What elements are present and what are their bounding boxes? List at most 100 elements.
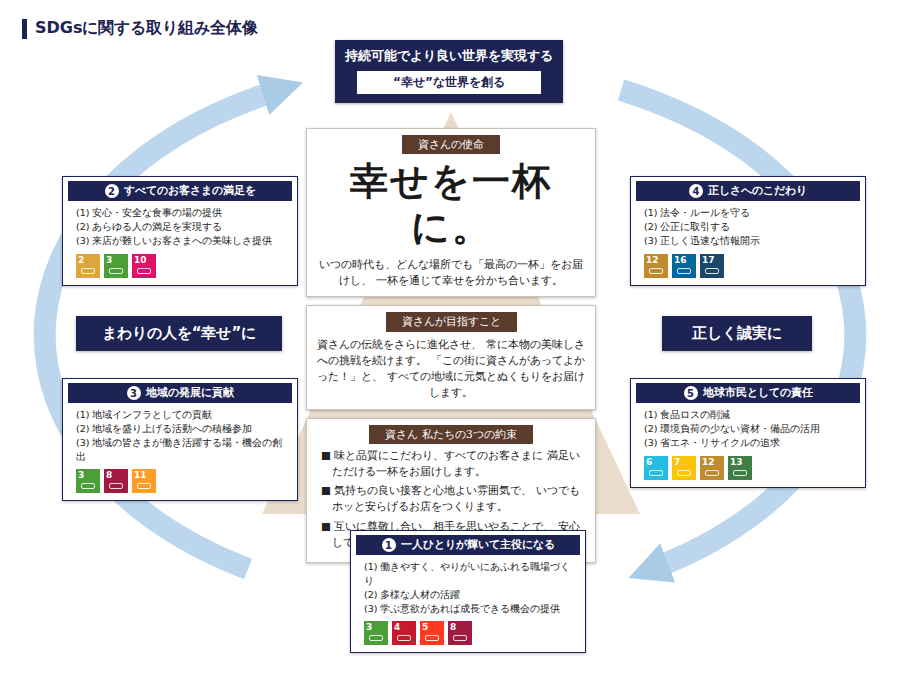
sdg-icon-row: 2 3 10 xyxy=(68,251,292,278)
box-heading: 地球市民としての責任 xyxy=(703,386,813,400)
callout-number: 2 xyxy=(105,184,119,198)
sdg-symbol xyxy=(677,470,691,476)
sdg-icon-row: 12 16 17 xyxy=(636,251,860,278)
box-text: まわりの人を“幸せ”に xyxy=(86,324,272,343)
sdg-icon-row: 3 8 11 xyxy=(68,466,292,493)
section-tab: 資さんが目指すこと xyxy=(386,312,517,331)
sdg-number: 5 xyxy=(422,622,428,632)
sdg-icon: 12 xyxy=(644,254,668,278)
sdg-symbol xyxy=(397,635,411,641)
goal-subbox: “幸せ”な世界を創る xyxy=(357,71,541,94)
sdg-number: 12 xyxy=(702,457,715,467)
box-header: 3地域の発展に貢献 xyxy=(68,383,292,403)
sdg-icon: 8 xyxy=(448,621,472,645)
sdg-number: 2 xyxy=(78,255,84,265)
sdg-icon: 4 xyxy=(392,621,416,645)
sdg-icon: 13 xyxy=(728,456,752,480)
sdg-icon: 3 xyxy=(104,254,128,278)
initiative-box: 3地域の発展に貢献(1) 地域インフラとしての貢献(2) 地域を盛り上げる活動へ… xyxy=(62,378,298,501)
box-text: 資さんの伝統をさらに進化させ、 常に本物の美味しさへの挑戦を続けます。 「この街… xyxy=(317,336,585,401)
sdg-symbol xyxy=(649,268,663,274)
sdg-number: 12 xyxy=(646,255,659,265)
list-item: (2) 環境負荷の少ない資材・備品の活用 xyxy=(644,422,852,436)
theme-label: 正しく誠実に xyxy=(662,316,812,351)
box-header: 2 すべてのお客さまの満足を xyxy=(68,181,292,201)
sdg-icon: 3 xyxy=(76,469,100,493)
theme-label: まわりの人を“幸せ”に xyxy=(76,316,282,351)
sdg-icon: 2 xyxy=(76,254,100,278)
promise-item: ■ 気持ちの良い接客と心地よい雰囲気で、 いつでもホッと安らげるお店をつくります… xyxy=(321,483,581,515)
sdg-number: 10 xyxy=(134,255,147,265)
list-item: (3) 来店が難しいお客さまへの美味しさ提供 xyxy=(76,234,284,248)
sdg-icon: 5 xyxy=(420,621,444,645)
goal-box: 持続可能でより良い世界を実現する “幸せ”な世界を創る xyxy=(335,40,563,103)
sdg-symbol xyxy=(137,483,151,489)
sdg-symbol xyxy=(705,268,719,274)
sdg-symbol xyxy=(733,470,747,476)
sdg-number: 13 xyxy=(730,457,743,467)
box-text: 持続可能でより良い世界を実現する xyxy=(345,48,553,65)
initiative-box: 4 正しさへのこだわり (1) 法令・ルールを守る(2) 公正に取引する(3) 正し… xyxy=(630,176,866,286)
title-marker xyxy=(22,19,27,39)
sdg-symbol xyxy=(81,268,95,274)
sdg-number: 7 xyxy=(674,457,680,467)
sdg-icon: 10 xyxy=(132,254,156,278)
sdg-symbol xyxy=(81,483,95,489)
sdg-number: 3 xyxy=(78,470,84,480)
page-title: SDGsに関する取り組み全体像 xyxy=(35,18,258,39)
sdg-icon: 17 xyxy=(700,254,724,278)
sdg-number: 16 xyxy=(674,255,687,265)
list-item: (2) 地域を盛り上げる活動への積極参加 xyxy=(76,422,284,436)
list-item: (1) 法令・ルールを守る xyxy=(644,206,852,220)
sdg-symbol xyxy=(649,470,663,476)
cycle-arrow xyxy=(621,90,855,569)
initiative-box: 1一人ひとりが輝いて主役になる(1) 働きやすく、やりがいにあふれる職場づくり(… xyxy=(350,530,586,653)
box-heading: すべてのお客さまの満足を xyxy=(124,184,256,198)
sdg-symbol xyxy=(109,268,123,274)
sdg-icon: 16 xyxy=(672,254,696,278)
sdg-icon: 11 xyxy=(132,469,156,493)
box-heading: 正しさへのこだわり xyxy=(708,184,807,198)
item-list: (1) 法令・ルールを守る(2) 公正に取引する(3) 正しく迅速な情報開示 xyxy=(636,201,860,250)
list-item: (2) 多様な人材の活躍 xyxy=(364,588,572,602)
title-block: SDGsに関する取り組み全体像 xyxy=(22,18,258,39)
sdg-symbol xyxy=(109,483,123,489)
sdg-symbol xyxy=(705,470,719,476)
slogan: 幸せを一杯に。 xyxy=(317,158,585,249)
item-list: (1) 安心・安全な食事の場の提供(2) あらゆる人の満足を実現する(3) 来店… xyxy=(68,201,292,250)
box-heading: 地域の発展に貢献 xyxy=(146,386,234,400)
initiative-box: 5 地球市民としての責任 (1) 食品ロスの削減(2) 環境負荷の少ない資材・備品の… xyxy=(630,378,866,488)
sdg-icon: 6 xyxy=(644,456,668,480)
box-header: 5 地球市民としての責任 xyxy=(636,383,860,403)
sdg-number: 3 xyxy=(106,255,112,265)
sdg-symbol xyxy=(425,635,439,641)
sdg-icon: 3 xyxy=(364,621,388,645)
list-item: (1) 地域インフラとしての貢献 xyxy=(76,408,284,422)
sdg-number: 8 xyxy=(450,622,456,632)
list-item: (1) 食品ロスの削減 xyxy=(644,408,852,422)
sdg-number: 11 xyxy=(134,470,147,480)
callout-number: 1 xyxy=(382,538,396,552)
list-item: (1) 安心・安全な食事の場の提供 xyxy=(76,206,284,220)
sdg-icon: 7 xyxy=(672,456,696,480)
callout-number: 5 xyxy=(684,386,698,400)
sdg-symbol xyxy=(369,635,383,641)
sdg-number: 17 xyxy=(702,255,715,265)
list-item: (2) 公正に取引する xyxy=(644,220,852,234)
box-header: 4 正しさへのこだわり xyxy=(636,181,860,201)
list-item: (3) 省エネ・リサイクルの追求 xyxy=(644,436,852,450)
item-list: (1) 地域インフラとしての貢献(2) 地域を盛り上げる活動への積極参加(3) … xyxy=(68,403,292,466)
sdg-number: 8 xyxy=(106,470,112,480)
callout-number: 4 xyxy=(689,184,703,198)
list-item: (3) 正しく迅速な情報開示 xyxy=(644,234,852,248)
item-list: (1) 食品ロスの削減(2) 環境負荷の少ない資材・備品の活用(3) 省エネ・リ… xyxy=(636,403,860,452)
sdg-symbol xyxy=(137,268,151,274)
sdg-icon: 12 xyxy=(700,456,724,480)
sdg-icon-row: 345 8 xyxy=(356,618,580,645)
promise-item: ■ 味と品質にこだわり、すべてのお客さまに 満足いただける一杯をお届けします。 xyxy=(321,448,581,480)
sdg-symbol xyxy=(453,635,467,641)
box-header: 1一人ひとりが輝いて主役になる xyxy=(356,535,580,555)
sdg-icon-row: 67 12 13 xyxy=(636,453,860,480)
section-tab: 資さん 私たちの3つの約束 xyxy=(369,425,533,444)
